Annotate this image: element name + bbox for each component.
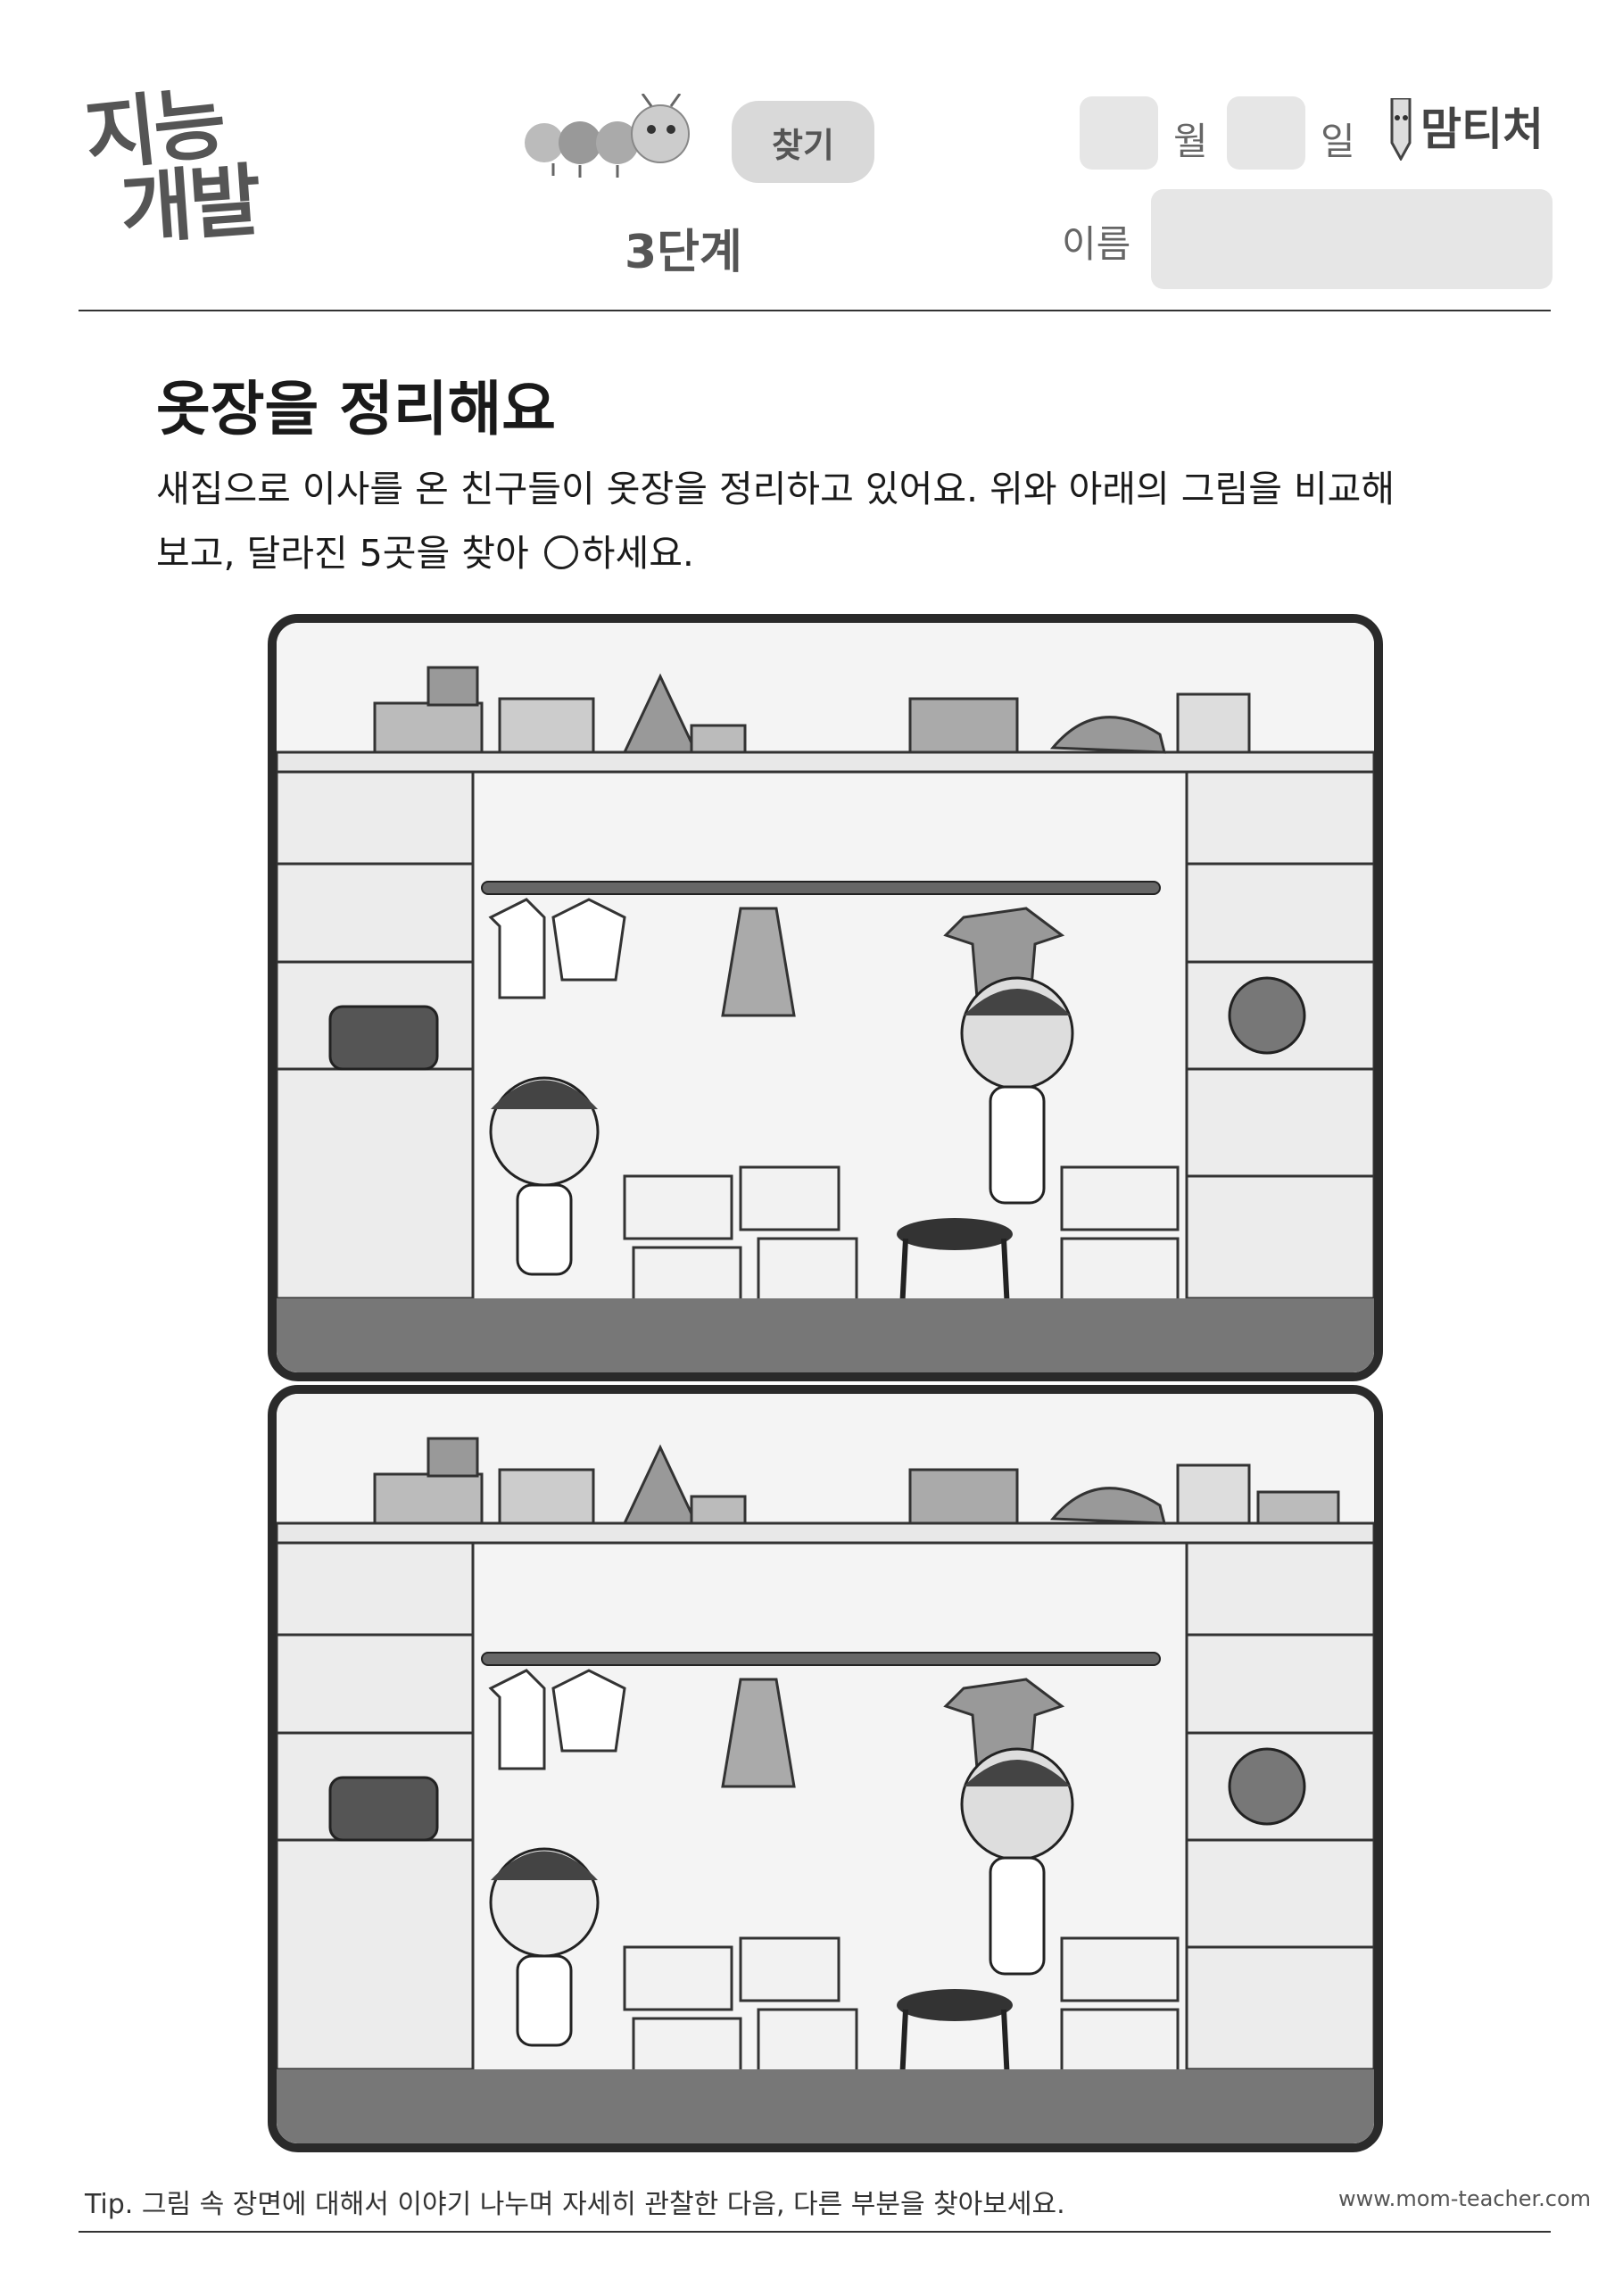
closet-illustration-bottom	[277, 1394, 1374, 2143]
circle-icon	[543, 535, 578, 569]
instruction-line2-end: 하세요.	[581, 532, 694, 575]
brand-logo: 맘티처	[1420, 104, 1544, 155]
tip-text: Tip. 그림 속 장면에 대해서 이야기 나누며 자세히 관찰한 다음, 다른…	[85, 2189, 1065, 2220]
picture-bottom[interactable]	[268, 1385, 1383, 2152]
instruction-line2: 보고, 달라진 5곳을 찾아 하세요.	[156, 535, 694, 572]
page-title: 옷장을 정리해요	[156, 375, 557, 443]
website-url: www.mom-teacher.com	[1338, 2186, 1592, 2211]
instruction-line1: 새집으로 이사를 온 친구들이 옷장을 정리하고 있어요. 위와 아래의 그림을…	[156, 468, 1395, 510]
picture-top[interactable]	[268, 614, 1383, 1381]
name-input[interactable]	[1151, 189, 1553, 289]
footer-divider	[79, 2231, 1551, 2233]
caterpillar-icon	[525, 94, 690, 178]
logo: 지능 개발	[80, 77, 335, 281]
logo-line2: 개발	[117, 153, 261, 256]
month-label: 월	[1173, 120, 1208, 163]
pencil-icon	[1390, 98, 1412, 161]
name-label: 이름	[1062, 222, 1131, 266]
month-input[interactable]	[1080, 96, 1158, 170]
level-label: 3단계	[625, 226, 742, 279]
day-label: 일	[1321, 120, 1355, 163]
instruction-line2-start: 보고, 달라진 5곳을 찾아	[156, 532, 529, 575]
closet-illustration-top	[277, 623, 1374, 1372]
header-divider	[79, 310, 1551, 311]
activity-badge: 찾기	[732, 101, 874, 183]
day-input[interactable]	[1227, 96, 1305, 170]
